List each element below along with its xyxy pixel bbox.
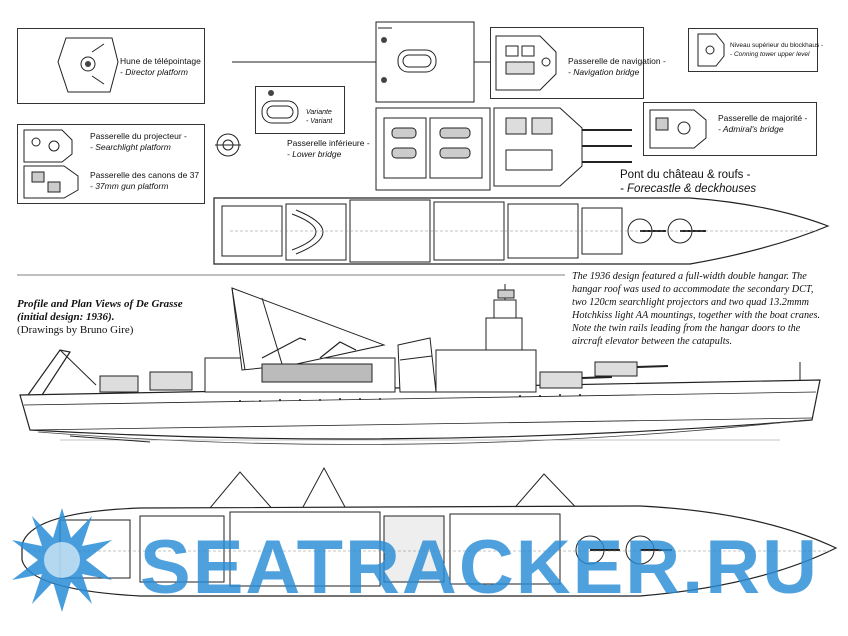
blockhaus-label-en: - Conning tower upper level — [730, 51, 810, 58]
searchlight-label-en: - Searchlight platform — [90, 142, 171, 152]
caption-title-line2: (initial design: 1936). — [17, 311, 115, 323]
nav-bridge-label-en: - Navigation bridge — [568, 67, 640, 77]
admiral-label-fr: Passerelle de majorité - — [718, 113, 808, 123]
blockhaus-label-fr: Niveau supérieur du blockhaus - — [730, 42, 824, 49]
description-text: The 1936 design featured a full-width do… — [572, 271, 821, 347]
gun37-label-fr: Passerelle des canons de 37 — [90, 170, 200, 180]
variant-label-en: - Variant — [306, 118, 333, 125]
admiral-label-en: - Admiral's bridge — [718, 124, 784, 134]
director-label-en: - Director platform — [120, 67, 189, 77]
director-label-fr: Hune de télépointage — [120, 56, 201, 66]
variant-label-fr: Variante — [306, 109, 332, 116]
caption-credit: (Drawings by Bruno Gire) — [17, 324, 134, 336]
lower-bridge-label-en: - Lower bridge — [287, 149, 342, 159]
caption-title-line1: Profile and Plan Views of De Grasse — [17, 298, 183, 310]
forecastle-label-fr: Pont du château & roufs - — [620, 169, 751, 181]
searchlight-label-fr: Passerelle du projecteur - — [90, 131, 187, 141]
lower-bridge-label-fr: Passerelle inférieure - — [287, 138, 370, 148]
nav-bridge-label-fr: Passerelle de navigation - — [568, 56, 666, 66]
watermark-text: SEATRACKER.RU — [140, 525, 820, 610]
gun37-label-en: - 37mm gun platform — [90, 181, 169, 191]
forecastle-label-en: - Forecastle & deckhouses — [620, 183, 757, 195]
